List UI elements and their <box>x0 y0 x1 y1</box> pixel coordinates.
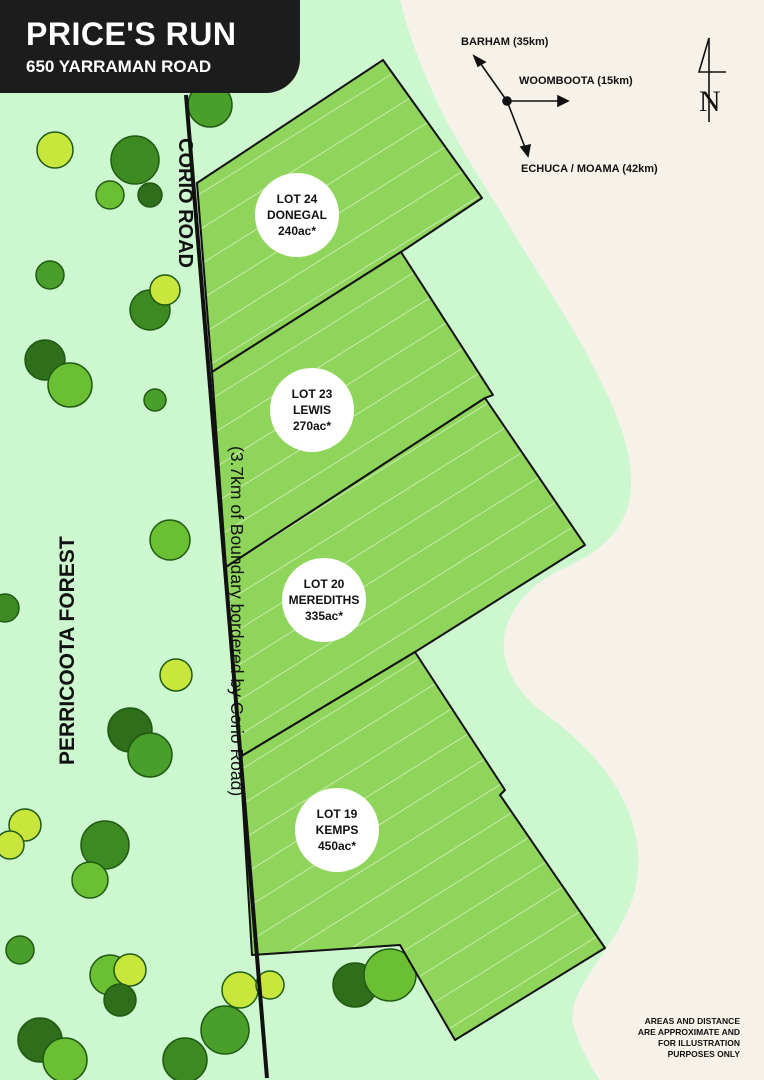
lot-23-label[interactable]: LOT 23 LEWIS 270ac* <box>270 368 354 452</box>
lot-number: LOT 20 <box>303 577 345 591</box>
direction-barham: BARHAM (35km) <box>461 36 549 48</box>
disclaimer: AREAS AND DISTANCE ARE APPROXIMATE AND F… <box>638 1016 740 1060</box>
lot-name: LEWIS <box>293 403 331 417</box>
direction-arrows <box>472 54 570 158</box>
lot-area: 240ac* <box>277 224 317 238</box>
forest-name-label: PERRICOOTA FOREST <box>56 536 79 765</box>
lot-area: 450ac* <box>317 839 357 853</box>
lot-name: DONEGAL <box>267 208 327 222</box>
tree-icon <box>149 274 181 306</box>
tree-icon <box>35 260 65 290</box>
page-title: PRICE'S RUN <box>26 16 237 52</box>
road-name-label: CORIO ROAD <box>174 138 196 268</box>
tree-icon <box>47 362 93 408</box>
page-subtitle: 650 YARRAMAN ROAD <box>26 57 212 76</box>
direction-echuca: ECHUCA / MOAMA (42km) <box>521 163 658 175</box>
lot-24-parcel[interactable] <box>196 59 483 373</box>
corio-road <box>184 94 269 1079</box>
lot-area: 270ac* <box>292 419 332 433</box>
disclaimer-line: AREAS AND DISTANCE <box>644 1016 740 1026</box>
tree-icon <box>149 519 191 561</box>
lot-name: KEMPS <box>315 823 359 837</box>
tree-icon <box>71 861 109 899</box>
north-arrow-icon <box>697 37 726 122</box>
tree-icon <box>137 182 163 208</box>
direction-woomboota: WOOMBOOTA (15km) <box>519 75 633 87</box>
tree-icon <box>255 970 285 1000</box>
tree-icon <box>143 388 167 412</box>
disclaimer-line: ARE APPROXIMATE AND <box>637 1027 740 1037</box>
tree-icon <box>200 1005 250 1055</box>
tree-icon <box>42 1037 88 1080</box>
lot-number: LOT 23 <box>291 387 333 401</box>
tree-icon <box>127 732 173 778</box>
trees <box>0 82 417 1080</box>
lot-19-label[interactable]: LOT 19 KEMPS 450ac* <box>295 788 379 872</box>
tree-icon <box>0 593 20 623</box>
tree-icon <box>113 953 147 987</box>
north-arrow-label: N <box>699 85 721 118</box>
tree-icon <box>363 948 417 1002</box>
lot-area: 335ac* <box>304 609 344 623</box>
lot-number: LOT 19 <box>316 807 358 821</box>
lot-number: LOT 24 <box>276 192 318 206</box>
tree-icon <box>159 658 193 692</box>
lot-19-parcel[interactable] <box>239 651 606 1041</box>
tree-icon <box>5 935 35 965</box>
tree-icon <box>110 135 160 185</box>
tree-icon <box>103 983 137 1017</box>
boundary-note: (3.7km of Boundary bordered by Corio Roa… <box>227 446 247 797</box>
tree-icon <box>36 131 74 169</box>
disclaimer-line: FOR ILLUSTRATION <box>658 1038 740 1048</box>
tree-icon <box>162 1037 208 1080</box>
lot-24-label[interactable]: LOT 24 DONEGAL 240ac* <box>255 173 339 257</box>
lot-name: MEREDITHS <box>288 593 360 607</box>
tree-icon <box>95 180 125 210</box>
tree-icon <box>221 971 259 1009</box>
title-block: PRICE'S RUN 650 YARRAMAN ROAD <box>0 0 300 93</box>
disclaimer-line: PURPOSES ONLY <box>667 1049 740 1059</box>
lot-20-label[interactable]: LOT 20 MEREDITHS 335ac* <box>282 558 366 642</box>
tree-icon <box>0 830 25 860</box>
